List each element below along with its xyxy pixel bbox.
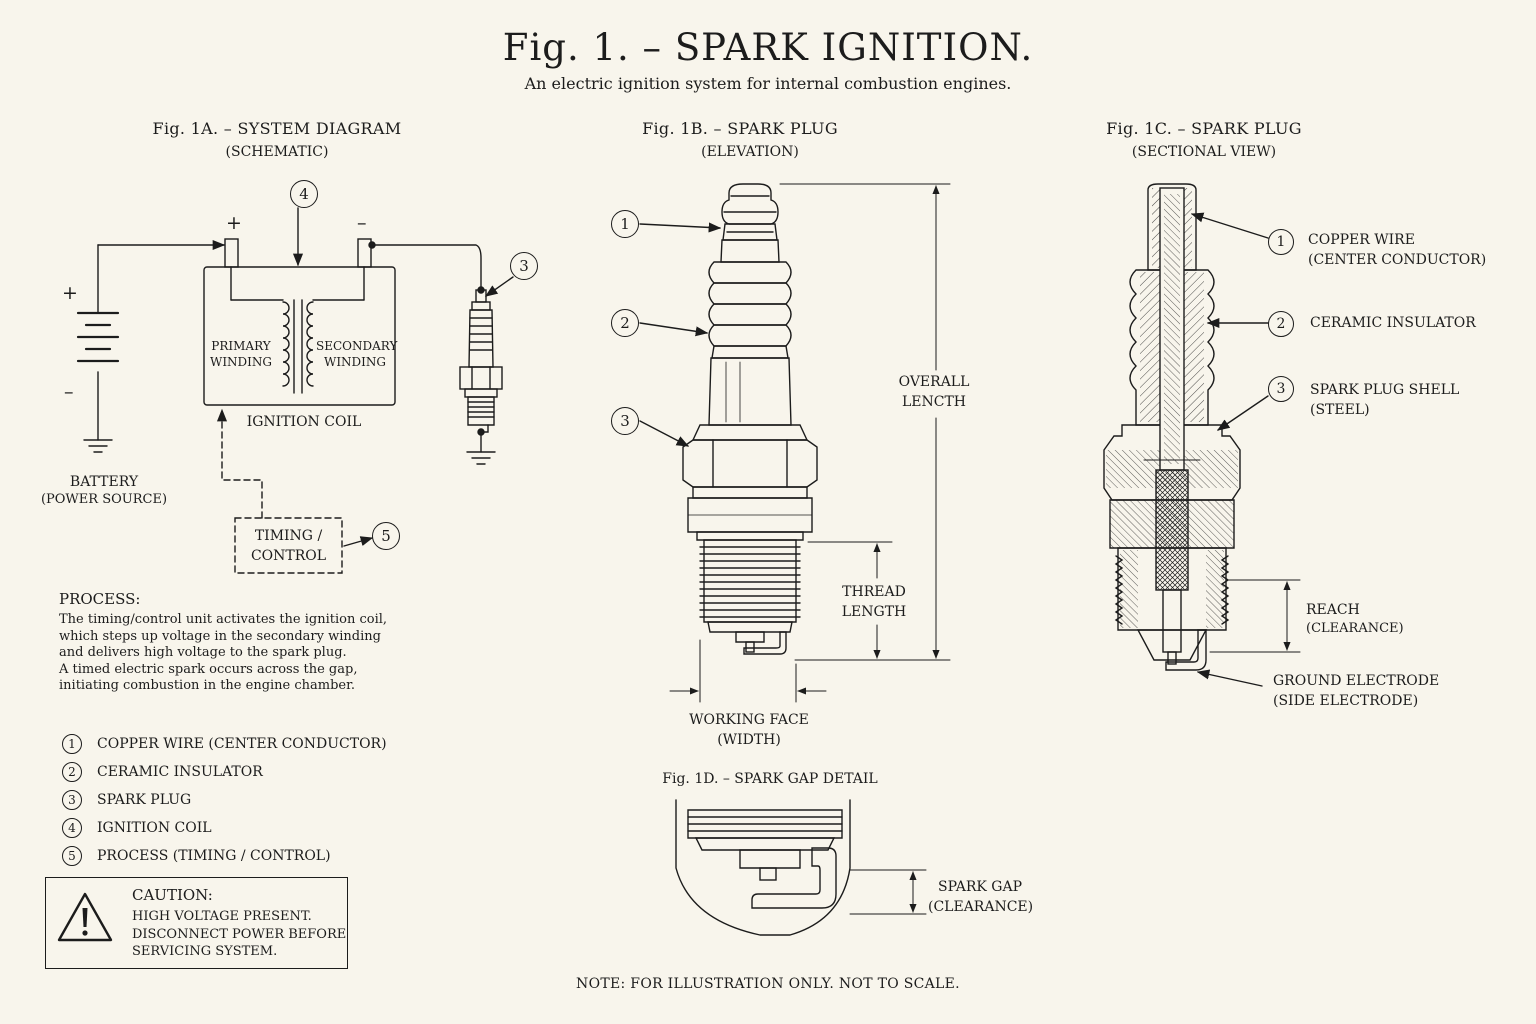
- fig1b-callout-3: 3: [611, 407, 639, 435]
- fig1b-subtitle: (ELEVATION): [701, 144, 799, 160]
- legend-label: IGNITION COIL: [97, 820, 212, 836]
- legend-number: 1: [62, 734, 82, 754]
- timing-control-box: [216, 408, 374, 574]
- schematic-spark-plug: [459, 276, 514, 465]
- fig1c-callout-2: 2: [1268, 311, 1294, 337]
- legend-item: 2 CERAMIC INSULATOR: [62, 758, 422, 786]
- spark-gap-label: SPARK GAP (CLEARANCE): [928, 879, 1034, 915]
- warning-icon: [57, 892, 113, 942]
- ignition-coil-label: IGNITION COIL: [246, 414, 362, 430]
- fig1a-callout-4: 4: [290, 180, 318, 208]
- battery-symbol: [76, 244, 120, 453]
- ground-electrode-label: GROUND ELECTRODE (SIDE ELECTRODE): [1273, 673, 1440, 709]
- coil-minus-label: –: [357, 212, 367, 234]
- reach-label: REACH: [1306, 602, 1360, 618]
- spark-gap-detail: [675, 799, 927, 936]
- coil-plus-label: +: [226, 212, 242, 234]
- legend-label: SPARK PLUG: [97, 792, 192, 808]
- timing-control-label: TIMING / CONTROL: [250, 528, 327, 564]
- reach-sublabel: (CLEARANCE): [1306, 621, 1404, 636]
- working-face-label: WORKING FACE (WIDTH): [689, 712, 809, 748]
- fig1a-callout-3: 3: [510, 252, 538, 280]
- ceramic-insulator-label: CERAMIC INSULATOR: [1310, 315, 1476, 331]
- caution-title: CAUTION:: [132, 886, 213, 904]
- fig1c-subtitle: (SECTIONAL VIEW): [1131, 144, 1277, 160]
- fig1a-title: Fig. 1A. – SYSTEM DIAGRAM: [152, 119, 402, 138]
- legend-number: 3: [62, 790, 82, 810]
- process-heading: PROCESS:: [59, 590, 141, 608]
- process-description: PROCESS: The timing/control unit activat…: [59, 590, 419, 695]
- legend-item: 1 COPPER WIRE (CENTER CONDUCTOR): [62, 730, 422, 758]
- caution-text: HIGH VOLTAGE PRESENT. DISCONNECT POWER B…: [132, 909, 347, 959]
- ignition-coil-symbol: [203, 207, 396, 406]
- fig1b-callout-1: 1: [611, 210, 639, 238]
- page-subtitle: An electric ignition system for internal…: [524, 74, 1012, 93]
- footer-note: NOTE: FOR ILLUSTRATION ONLY. NOT TO SCAL…: [576, 976, 960, 992]
- copper-wire-label: COPPER WIRE (CENTER CONDUCTOR): [1308, 232, 1487, 268]
- legend-label: CERAMIC INSULATOR: [97, 764, 263, 780]
- legend-label: PROCESS (TIMING / CONTROL): [97, 848, 331, 864]
- battery-sublabel: (POWER SOURCE): [40, 492, 168, 507]
- spark-plug-elevation: [639, 183, 951, 703]
- caution-box: CAUTION: HIGH VOLTAGE PRESENT. DISCONNEC…: [45, 877, 348, 969]
- battery-label: BATTERY: [69, 474, 139, 490]
- spark-plug-section: [1103, 183, 1301, 687]
- fig1b-callout-2: 2: [611, 309, 639, 337]
- primary-winding-label: PRIMARY WINDING: [209, 339, 273, 369]
- legend: 1 COPPER WIRE (CENTER CONDUCTOR) 2 CERAMIC…: [62, 730, 422, 870]
- legend-number: 5: [62, 846, 82, 866]
- legend-item: 4 IGNITION COIL: [62, 814, 422, 842]
- legend-item: 3 SPARK PLUG: [62, 786, 422, 814]
- legend-number: 4: [62, 818, 82, 838]
- overall-length-label: OVERALL LENCTH: [898, 374, 970, 410]
- thread-length-label: THREAD LENGTH: [841, 584, 907, 620]
- legend-label: COPPER WIRE (CENTER CONDUCTOR): [97, 736, 387, 752]
- process-body: The timing/control unit activates the ig…: [59, 612, 388, 693]
- fig1a-subtitle: (SCHEMATIC): [225, 144, 329, 160]
- fig1c-title: Fig. 1C. – SPARK PLUG: [1106, 119, 1302, 138]
- plug-shell-label: SPARK PLUG SHELL (STEEL): [1310, 382, 1460, 418]
- battery-plus-label: +: [62, 282, 78, 304]
- legend-number: 2: [62, 762, 82, 782]
- page-title: Fig. 1. – SPARK IGNITION.: [502, 26, 1034, 69]
- battery-minus-label: –: [64, 381, 74, 403]
- fig1b-title: Fig. 1B. – SPARK PLUG: [642, 119, 838, 138]
- fig1c-callout-3: 3: [1268, 376, 1294, 402]
- secondary-winding-label: SECONDARY WINDING: [316, 339, 398, 369]
- legend-item: 5 PROCESS (TIMING / CONTROL): [62, 842, 422, 870]
- fig1a-callout-5: 5: [372, 522, 400, 550]
- fig1c-callout-1: 1: [1268, 229, 1294, 255]
- fig1d-title: Fig. 1D. – SPARK GAP DETAIL: [662, 771, 878, 787]
